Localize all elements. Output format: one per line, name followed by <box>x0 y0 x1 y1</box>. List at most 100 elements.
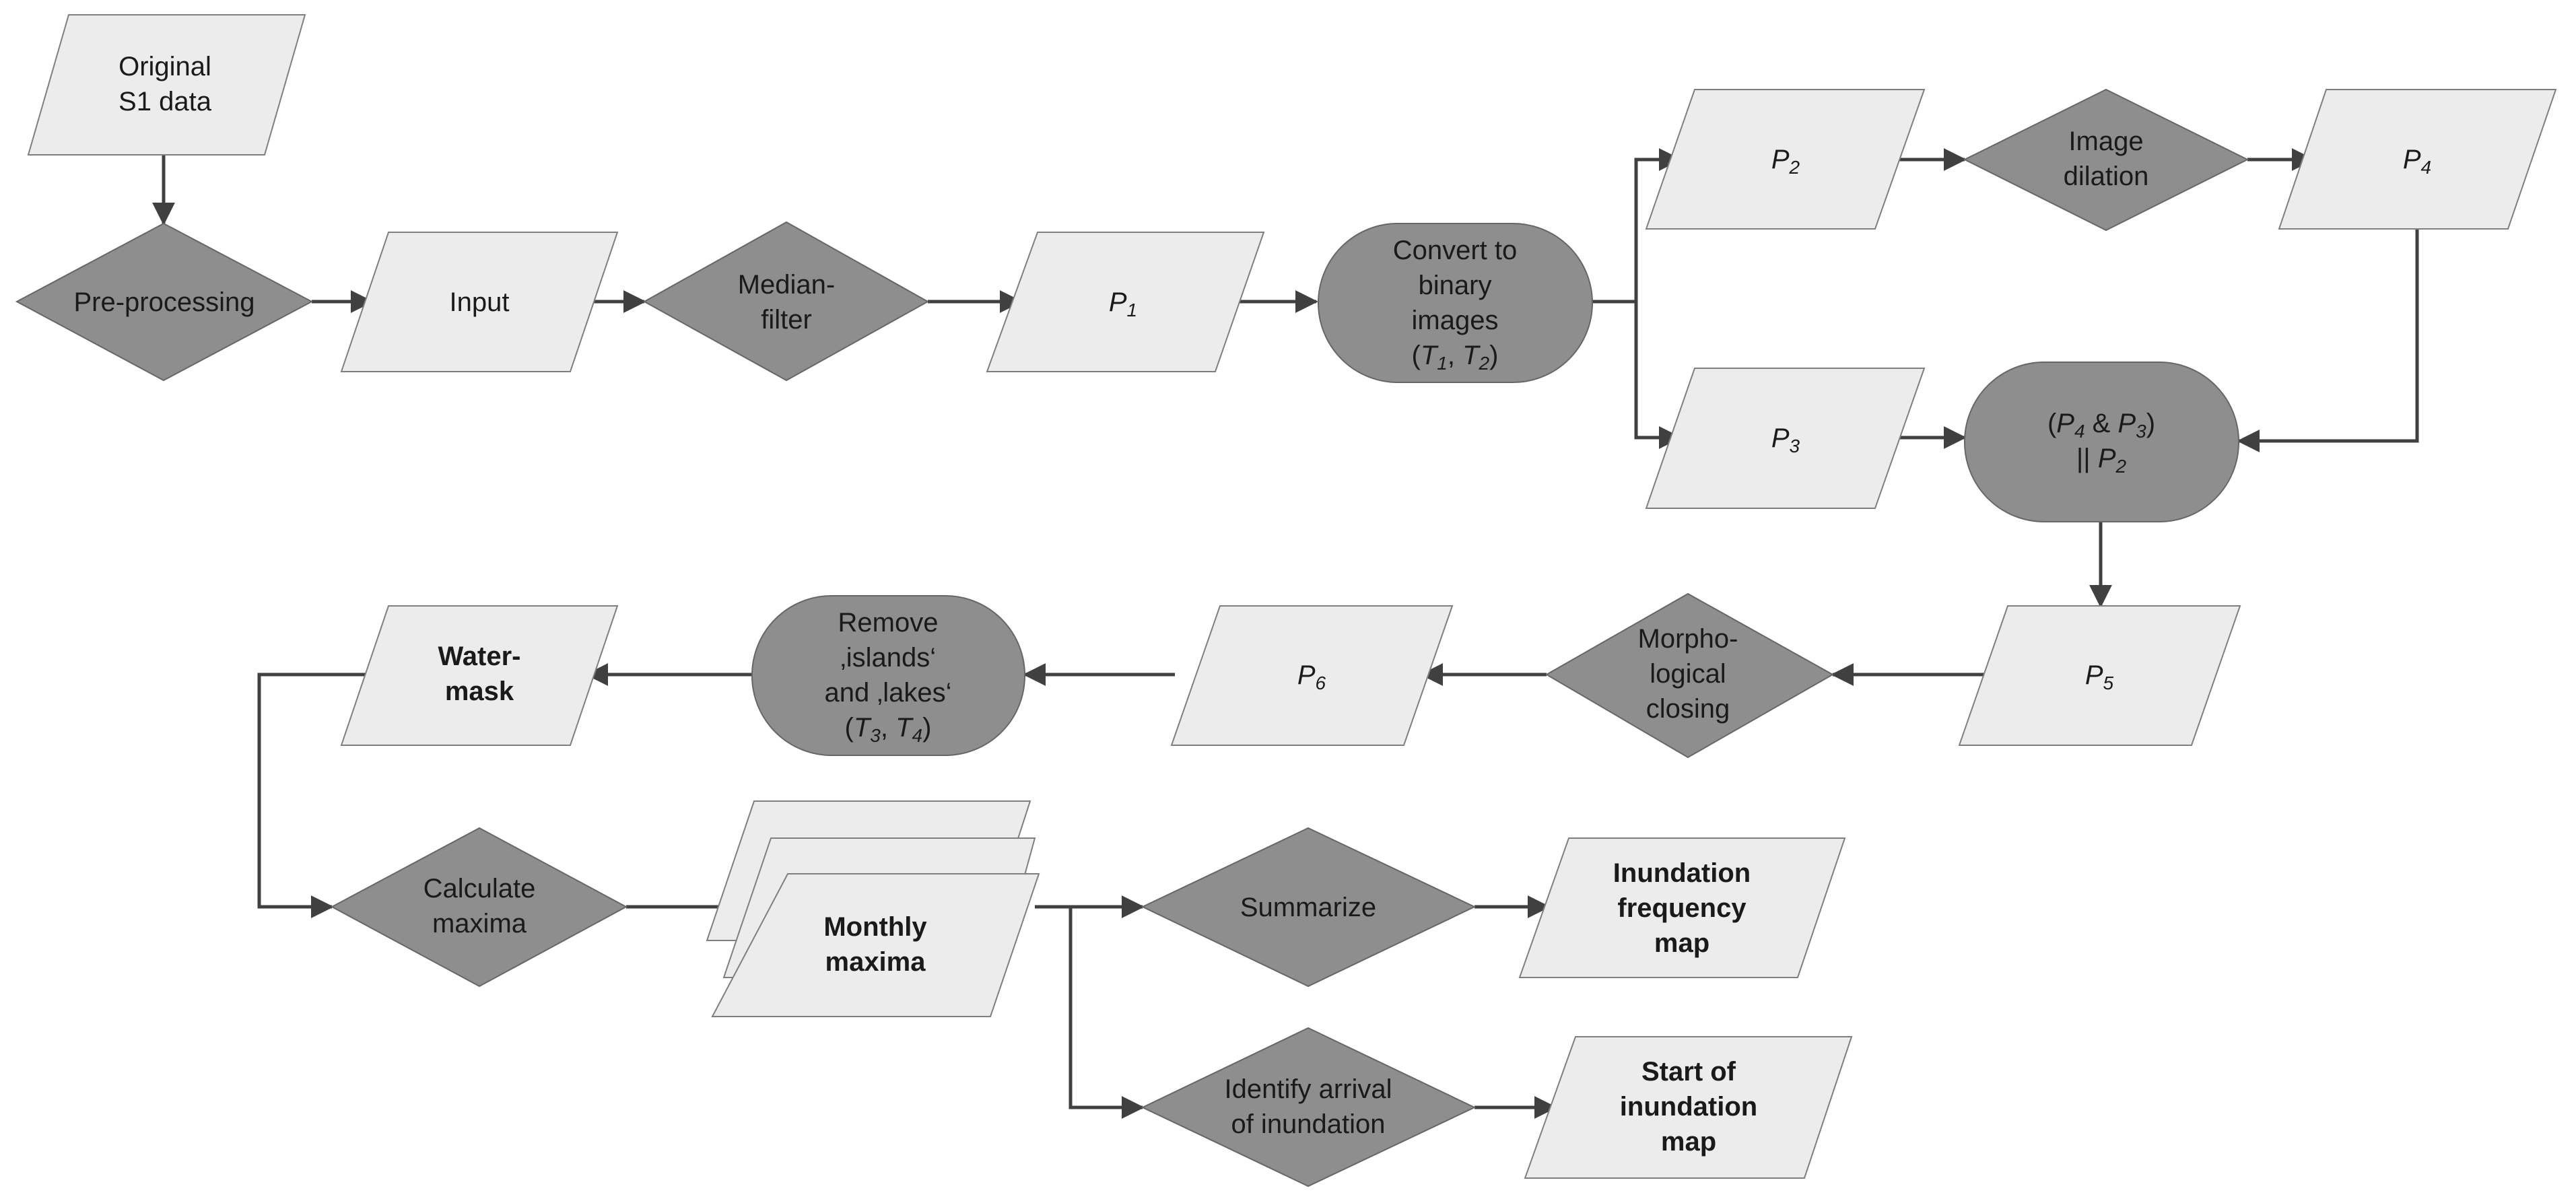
node-morph-closing: Morpho- logical closing <box>1545 592 1835 759</box>
p3-label: P3 <box>1771 423 1800 456</box>
node-remove-islands-lakes: Remove ‚islands‘ and ‚lakes‘ (T3, T4) <box>751 595 1025 756</box>
monthly-maxima-line2: maxima <box>825 947 926 977</box>
convert-line2: binary <box>1419 271 1492 300</box>
node-original-s1-data: Original S1 data <box>27 14 306 156</box>
median-filter-line2: filter <box>761 305 812 335</box>
convert-t1-sub: 1 <box>1437 353 1448 374</box>
median-filter-line1: Median- <box>738 270 836 300</box>
node-combine: (P4 & P3) || P2 <box>1964 362 2239 522</box>
remove-line2: ‚islands‘ <box>840 643 936 673</box>
convert-t2: T <box>1462 341 1481 370</box>
combine-p4-sub: 4 <box>2074 421 2085 442</box>
combine-p4: P <box>2056 409 2074 438</box>
input-label: Input <box>450 287 510 317</box>
p5-subscript: 5 <box>2103 673 2114 693</box>
summarize-label: Summarize <box>1240 893 1376 922</box>
p2-label: P2 <box>1771 145 1800 178</box>
node-p3: P3 <box>1645 368 1926 509</box>
p6-symbol: P <box>1297 660 1316 690</box>
water-mask-line2: mask <box>445 677 514 706</box>
p3-subscript: 3 <box>1790 436 1800 456</box>
combine-line2: || P2 <box>2076 444 2127 477</box>
identify-arrival-line2: of inundation <box>1231 1109 1385 1139</box>
node-p5: P5 <box>1958 605 2241 746</box>
morph-closing-line3: closing <box>1646 694 1730 724</box>
node-calculate-maxima: Calculate maxima <box>330 827 628 988</box>
node-image-dilation: Image dilation <box>1963 88 2249 232</box>
start-inundation-map-line3: map <box>1661 1127 1716 1157</box>
edge-watermask-to-calc <box>257 673 370 918</box>
convert-t2-sub: 2 <box>1479 353 1490 374</box>
convert-close-paren: ) <box>1489 341 1498 370</box>
original-s1-data-line1: Original <box>118 52 211 81</box>
node-p1: P1 <box>986 232 1265 372</box>
original-s1-data-line2: S1 data <box>118 87 212 116</box>
remove-line3: and ‚lakes‘ <box>824 678 951 708</box>
combine-p3: P <box>2117 409 2136 438</box>
p2-symbol: P <box>1771 145 1790 174</box>
inundation-freq-map-line3: map <box>1654 928 1709 958</box>
node-p4: P4 <box>2278 89 2557 230</box>
inundation-freq-map-line1: Inundation <box>1613 858 1751 888</box>
calc-maxima-line1: Calculate <box>423 874 536 903</box>
edge-split-to-p2 <box>1634 148 1682 302</box>
convert-t1: T <box>1421 341 1439 370</box>
node-p2: P2 <box>1645 89 1926 230</box>
start-inundation-map-line1: Start of <box>1641 1057 1736 1087</box>
edges <box>152 148 2419 1119</box>
remove-t3-sub: 3 <box>870 725 881 746</box>
combine-p2-sub: 2 <box>2115 456 2127 477</box>
p4-label: P4 <box>2403 145 2431 178</box>
p2-subscript: 2 <box>1789 157 1800 178</box>
p6-subscript: 6 <box>1316 673 1326 693</box>
p5-symbol: P <box>2085 660 2103 690</box>
monthly-maxima-stack-front <box>711 873 1040 1017</box>
remove-sep: , <box>881 713 895 743</box>
combine-p3-sub: 3 <box>2136 421 2146 442</box>
edge-monthly-to-identify <box>1069 907 1145 1119</box>
remove-t3: T <box>854 713 872 743</box>
p4-symbol: P <box>2403 145 2421 174</box>
edge-p4-to-combine <box>2237 229 2419 452</box>
calc-maxima-line2: maxima <box>432 909 527 938</box>
node-start-of-inundation-map: Start of inundation map <box>1524 1036 1853 1179</box>
p1-label: P1 <box>1109 287 1137 320</box>
convert-line1: Convert to <box>1393 236 1518 265</box>
p1-symbol: P <box>1109 287 1127 317</box>
combine-open-paren: ( <box>2047 409 2057 438</box>
monthly-maxima-line1: Monthly <box>823 912 927 942</box>
identify-arrival-line1: Identify arrival <box>1225 1074 1392 1104</box>
convert-open-paren: ( <box>1412 341 1421 370</box>
p6-label: P6 <box>1297 660 1326 693</box>
image-dilation-line2: dilation <box>2064 162 2149 191</box>
morph-closing-line1: Morpho- <box>1638 624 1738 654</box>
node-identify-arrival: Identify arrival of inundation <box>1141 1027 1477 1188</box>
node-input: Input <box>340 232 619 372</box>
morph-closing-line2: logical <box>1650 659 1726 689</box>
start-inundation-map-line2: inundation <box>1620 1092 1757 1122</box>
edge-split-to-p3 <box>1634 302 1682 449</box>
combine-p2: P <box>2098 444 2116 473</box>
node-median-filter: Median- filter <box>642 221 930 382</box>
remove-close-paren: ) <box>922 713 931 743</box>
water-mask-line1: Water- <box>438 642 521 671</box>
combine-line1: (P4 & P3) <box>2047 409 2155 442</box>
combine-close-paren: ) <box>2146 409 2155 438</box>
node-water-mask: Water- mask <box>340 605 619 746</box>
node-pre-processing: Pre-processing <box>15 222 314 382</box>
node-inundation-frequency-map: Inundation frequency map <box>1518 837 1846 978</box>
p4-subscript: 4 <box>2421 157 2432 178</box>
remove-t4: T <box>895 713 914 743</box>
image-dilation-line1: Image <box>2068 127 2143 156</box>
remove-t4-sub: 4 <box>912 725 923 746</box>
node-p6: P6 <box>1170 605 1454 746</box>
node-monthly-maxima: Monthly maxima <box>706 800 1040 1017</box>
remove-open-paren: ( <box>845 713 854 743</box>
convert-line3: images <box>1412 306 1499 335</box>
remove-thresholds: (T3, T4) <box>845 713 932 746</box>
combine-or: || <box>2076 444 2098 473</box>
node-convert-binary: Convert to binary images (T1, T2) <box>1318 223 1593 383</box>
inundation-freq-map-line2: frequency <box>1617 893 1747 923</box>
combine-amp: & <box>2085 409 2118 438</box>
